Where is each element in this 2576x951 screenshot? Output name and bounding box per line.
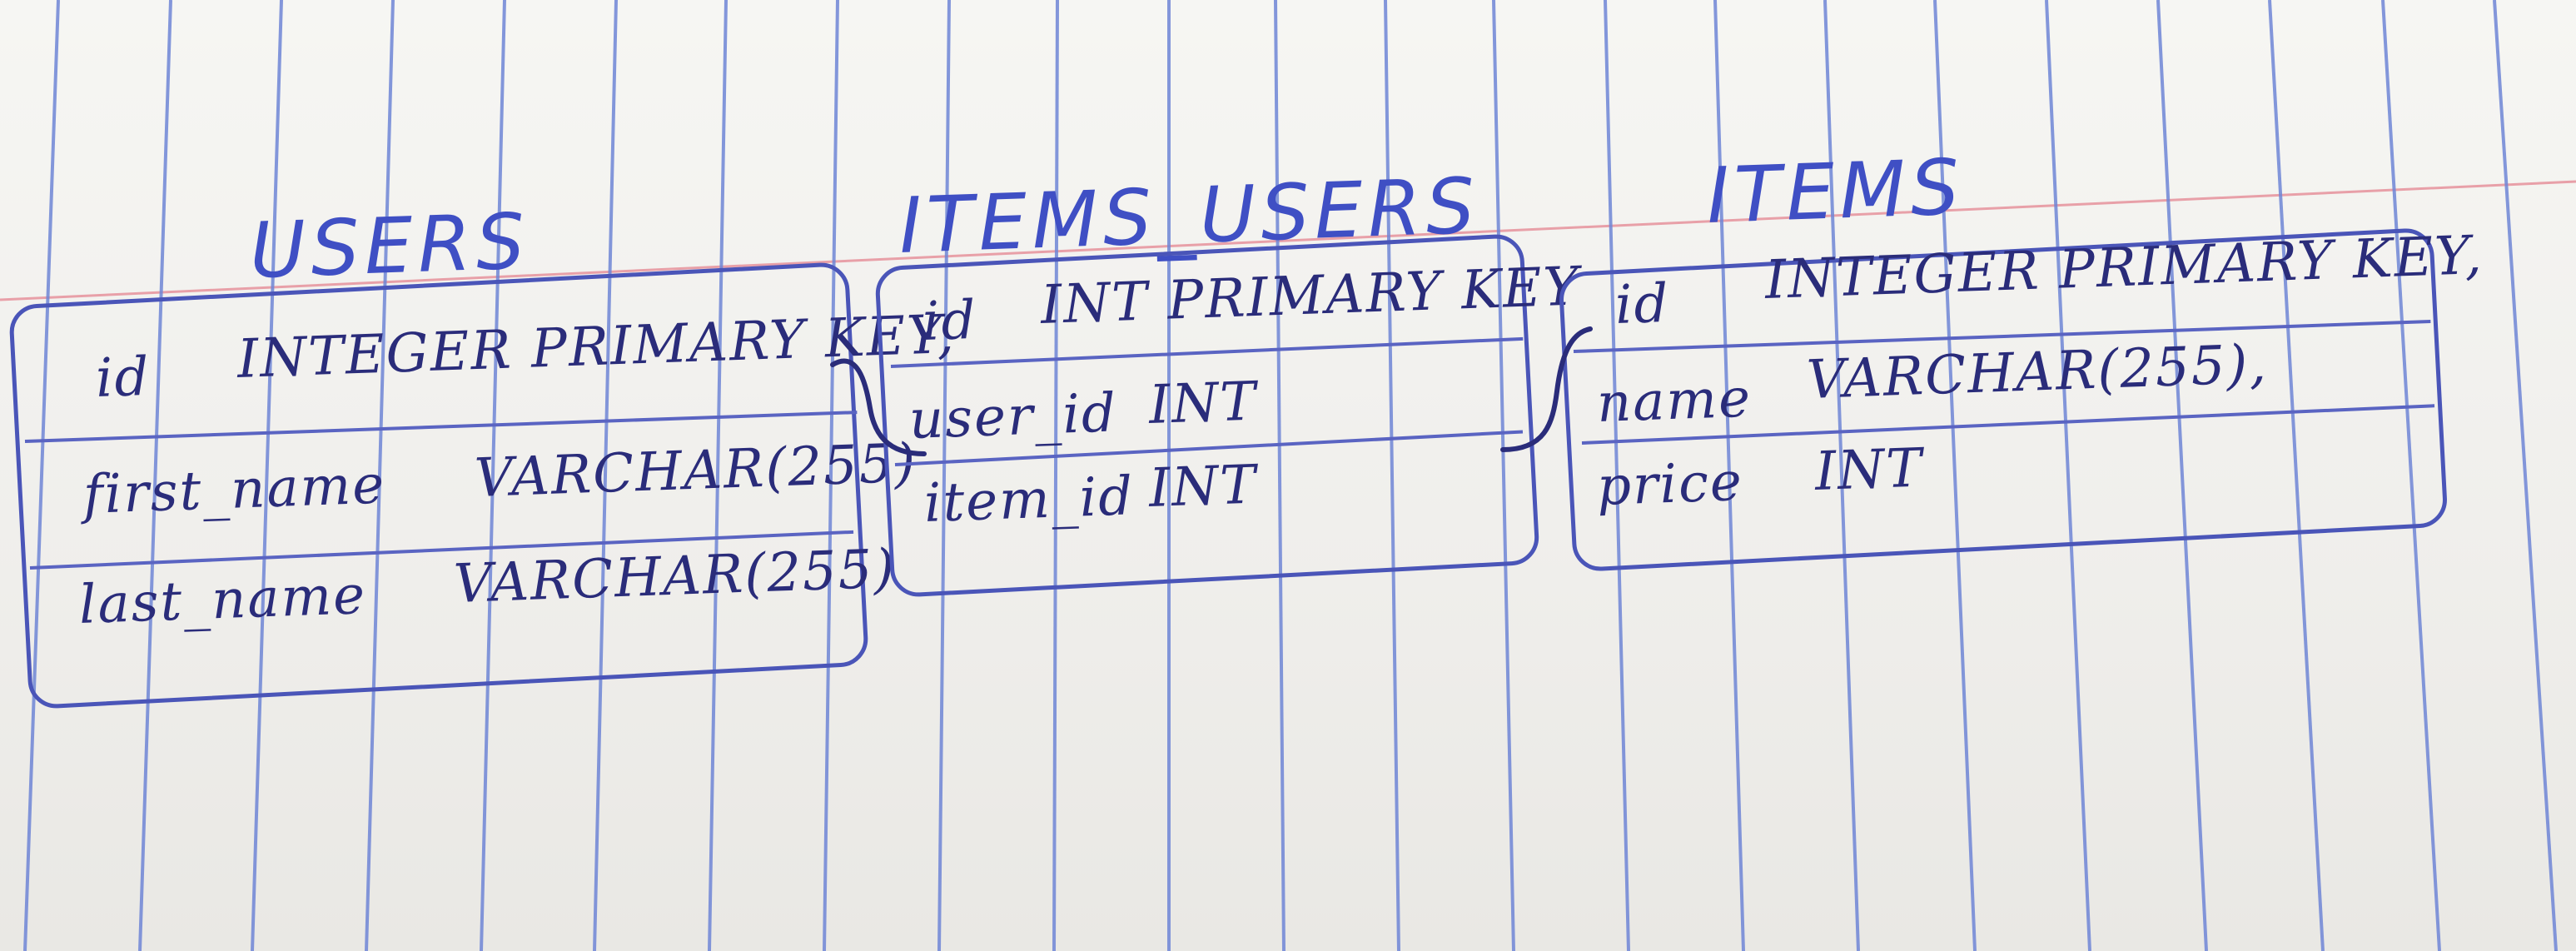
items-id-column: id [1614, 272, 1671, 336]
users-id-column: id [94, 346, 152, 410]
items-table-title: ITEMS [1705, 142, 1966, 241]
items-users-user-id-type: INT [1147, 371, 1259, 436]
items-price-type: INT [1813, 437, 1925, 503]
items-users-item-id-column: item_id [922, 466, 1136, 535]
items-users-id-column: id [921, 289, 978, 353]
items-price-column: price [1595, 451, 1744, 518]
items-users-user-id-column: user_id [908, 382, 1119, 451]
users-last-name-column: last_name [77, 564, 368, 636]
vertical-ruled-lines [23, 0, 2558, 951]
red-margin-line [0, 180, 2576, 301]
items-name-column: name [1595, 367, 1753, 435]
items-users-item-id-type: INT [1147, 454, 1259, 520]
users-first-name-column: first_name [82, 454, 387, 526]
